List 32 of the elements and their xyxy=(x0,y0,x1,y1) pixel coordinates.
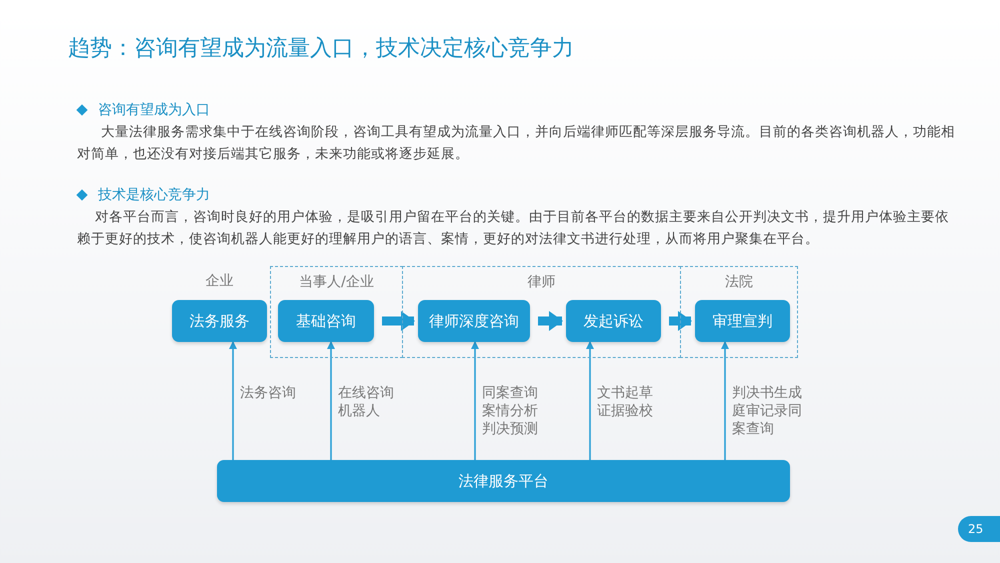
group-heading: 律师 xyxy=(526,273,556,291)
dashed-group xyxy=(680,266,798,358)
block-arrow xyxy=(382,311,415,331)
process-box: 基础咨询 xyxy=(278,300,374,342)
arrow xyxy=(586,341,594,460)
block-arrow xyxy=(538,311,563,331)
edge-label: 在线咨询机器人 xyxy=(338,384,395,420)
bullet-heading: 技术是核心竞争力 xyxy=(98,186,210,204)
block-arrow xyxy=(669,311,692,331)
arrow xyxy=(721,341,729,460)
edge-label: 文书起草证据验校 xyxy=(597,384,654,420)
process-box: 法务服务 xyxy=(172,300,267,342)
edge-label: 法务咨询 xyxy=(240,384,297,402)
group-heading: 法院 xyxy=(724,273,754,291)
bullet-heading: 咨询有望成为入口 xyxy=(98,101,210,119)
dashed-group xyxy=(402,266,681,358)
edge-label: 同案查询案情分析判决预测 xyxy=(482,384,539,438)
arrow xyxy=(471,341,479,460)
arrow xyxy=(229,341,237,460)
process-box: 审理宣判 xyxy=(695,300,790,342)
dashed-group xyxy=(270,266,403,358)
page-number: 25 xyxy=(958,516,1000,542)
process-box: 法律服务平台 xyxy=(217,460,790,502)
title: 趋势：咨询有望成为流量入口，技术决定核心竞争力 xyxy=(68,35,574,63)
group-heading: 企业 xyxy=(204,272,234,290)
process-box: 律师深度咨询 xyxy=(418,300,530,342)
edge-label: 判决书生成庭审记录同案查询 xyxy=(732,384,803,438)
paragraph: 大量法律服务需求集中于在线咨询阶段，咨询工具有望成为流量入口，并向后端律师匹配等深层服务导流。目前的各类咨询机器人，功能相对简单，也还没有对接后端其它服务，未来功能或将逐步延展。 xyxy=(77,123,956,164)
process-box: 发起诉讼 xyxy=(566,300,661,342)
paragraph: 对各平台而言，咨询时良好的用户体验，是吸引用户留在平台的关键。由于目前各平台的数据主要来自公开判决文书，提升用户体验主要依赖于更好的技术，使咨询机器人能更好的理解用户的语言、案情，更好的对法律文书进行处理，从而将用户聚集在平台。 xyxy=(77,208,950,249)
arrow xyxy=(327,341,335,460)
group-heading: 当事人/企业 xyxy=(298,273,375,291)
